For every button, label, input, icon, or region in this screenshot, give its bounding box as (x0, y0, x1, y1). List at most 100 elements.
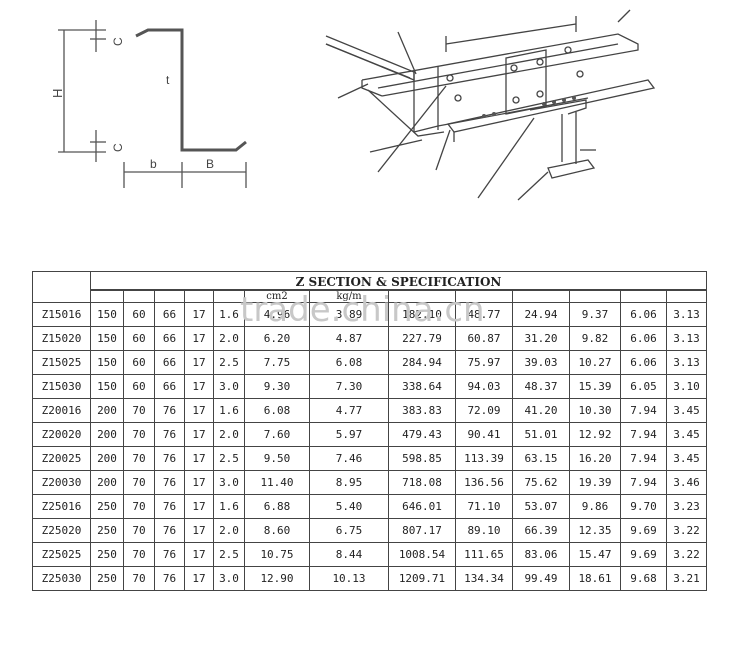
dim-B-label: B (206, 157, 214, 171)
value-cell: 17 (184, 542, 214, 567)
value-cell: 76 (154, 542, 185, 567)
model-cell: Z15016 (32, 302, 91, 327)
value-cell: 76 (154, 422, 185, 447)
value-cell: 70 (123, 566, 155, 591)
value-cell: 2.5 (213, 350, 245, 375)
header-cell (123, 290, 155, 303)
value-cell: 9.37 (569, 302, 621, 327)
value-cell: 8.44 (309, 542, 389, 567)
value-cell: 90.41 (455, 422, 513, 447)
value-cell: 3.45 (666, 446, 707, 471)
value-cell: 200 (90, 446, 124, 471)
value-cell: 17 (184, 350, 214, 375)
value-cell: 7.94 (620, 398, 667, 423)
dim-t-label: t (166, 73, 170, 87)
value-cell: 66 (154, 326, 185, 351)
header-cell (620, 290, 667, 303)
value-cell: 4.77 (309, 398, 389, 423)
value-cell: 66 (154, 374, 185, 399)
value-cell: 3.22 (666, 518, 707, 543)
value-cell: 66 (154, 350, 185, 375)
value-cell: 70 (123, 494, 155, 519)
model-cell: Z15030 (32, 374, 91, 399)
value-cell: 200 (90, 398, 124, 423)
value-cell: 17 (184, 566, 214, 591)
value-cell: 3.0 (213, 374, 245, 399)
value-cell: 17 (184, 302, 214, 327)
value-cell: 807.17 (388, 518, 456, 543)
value-cell: 150 (90, 374, 124, 399)
value-cell: 48.77 (455, 302, 513, 327)
value-cell: 3.45 (666, 422, 707, 447)
model-cell: Z25016 (32, 494, 91, 519)
z-section-spec-table: Z SECTION & SPECIFICATION cm2 kg/m (32, 271, 707, 591)
value-cell: 3.21 (666, 566, 707, 591)
header-blank-cell (32, 271, 91, 303)
value-cell: 17 (184, 422, 214, 447)
value-cell: 48.37 (512, 374, 570, 399)
z-section-profile-diagram: C H C t b B (50, 20, 247, 188)
value-cell: 3.45 (666, 398, 707, 423)
value-cell: 250 (90, 518, 124, 543)
value-cell: 31.20 (512, 326, 570, 351)
value-cell: 250 (90, 566, 124, 591)
value-cell: 70 (123, 518, 155, 543)
value-cell: 5.40 (309, 494, 389, 519)
model-cell: Z15025 (32, 350, 91, 375)
value-cell: 4.87 (309, 326, 389, 351)
value-cell: 8.95 (309, 470, 389, 495)
value-cell: 479.43 (388, 422, 456, 447)
value-cell: 3.13 (666, 302, 707, 327)
value-cell: 12.90 (244, 566, 310, 591)
value-cell: 7.94 (620, 446, 667, 471)
value-cell: 10.30 (569, 398, 621, 423)
header-cell (666, 290, 707, 303)
value-cell: 3.22 (666, 542, 707, 567)
value-cell: 1008.54 (388, 542, 456, 567)
value-cell: 10.27 (569, 350, 621, 375)
dim-c-top-label: C (111, 37, 125, 46)
value-cell: 113.39 (455, 446, 513, 471)
model-cell: Z20016 (32, 398, 91, 423)
value-cell: 718.08 (388, 470, 456, 495)
value-cell: 9.68 (620, 566, 667, 591)
value-cell: 51.01 (512, 422, 570, 447)
value-cell: 338.64 (388, 374, 456, 399)
value-cell: 17 (184, 470, 214, 495)
value-cell: 150 (90, 350, 124, 375)
value-cell: 1.6 (213, 494, 245, 519)
value-cell: 70 (123, 422, 155, 447)
dim-c-bottom-label: C (111, 143, 125, 152)
table-title: Z SECTION & SPECIFICATION (90, 271, 707, 290)
header-cell (512, 290, 570, 303)
value-cell: 75.97 (455, 350, 513, 375)
value-cell: 111.65 (455, 542, 513, 567)
value-cell: 200 (90, 470, 124, 495)
dim-b-label: b (150, 157, 157, 171)
watermark: trade.china.cn (240, 290, 485, 330)
value-cell: 250 (90, 494, 124, 519)
value-cell: 39.03 (512, 350, 570, 375)
value-cell: 383.83 (388, 398, 456, 423)
value-cell: 1.6 (213, 398, 245, 423)
value-cell: 10.75 (244, 542, 310, 567)
value-cell: 284.94 (388, 350, 456, 375)
value-cell: 6.08 (309, 350, 389, 375)
value-cell: 2.5 (213, 446, 245, 471)
value-cell: 6.06 (620, 326, 667, 351)
model-cell: Z20020 (32, 422, 91, 447)
value-cell: 76 (154, 446, 185, 471)
value-cell: 7.46 (309, 446, 389, 471)
value-cell: 63.15 (512, 446, 570, 471)
value-cell: 17 (184, 518, 214, 543)
value-cell: 3.89 (309, 302, 389, 327)
value-cell: 99.49 (512, 566, 570, 591)
dim-h-label: H (50, 89, 65, 98)
value-cell: 2.0 (213, 518, 245, 543)
value-cell: 60 (123, 326, 155, 351)
value-cell: 76 (154, 566, 185, 591)
value-cell: 182.10 (388, 302, 456, 327)
